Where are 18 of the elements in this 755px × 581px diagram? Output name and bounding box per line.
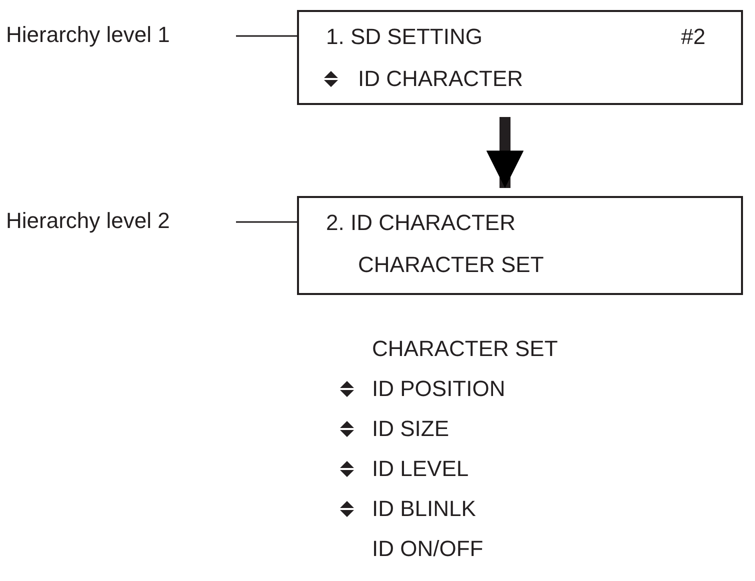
menu-item: CHARACTER SET: [372, 336, 558, 362]
display-screen: [297, 10, 743, 105]
menu-item: ID BLINLK: [372, 496, 476, 522]
menu-item: ID ON/OFF: [372, 536, 484, 562]
menu-title: 2. ID CHARACTER: [326, 210, 516, 236]
menu-item: CHARACTER SET: [358, 252, 544, 278]
hierarchy-label: Hierarchy level 1: [6, 22, 170, 48]
menu-item: ID CHARACTER: [358, 66, 524, 92]
page-number: #2: [681, 24, 706, 50]
leader-line: [236, 221, 297, 223]
display-screen: [297, 196, 743, 295]
menu-item: ID POSITION: [372, 376, 506, 402]
menu-title: 1. SD SETTING: [326, 24, 482, 50]
menu-item: ID LEVEL: [372, 456, 469, 482]
hierarchy-label: Hierarchy level 2: [6, 208, 170, 234]
leader-line: [236, 35, 297, 37]
arrow: [486, 117, 524, 188]
menu-item: ID SIZE: [372, 416, 450, 442]
